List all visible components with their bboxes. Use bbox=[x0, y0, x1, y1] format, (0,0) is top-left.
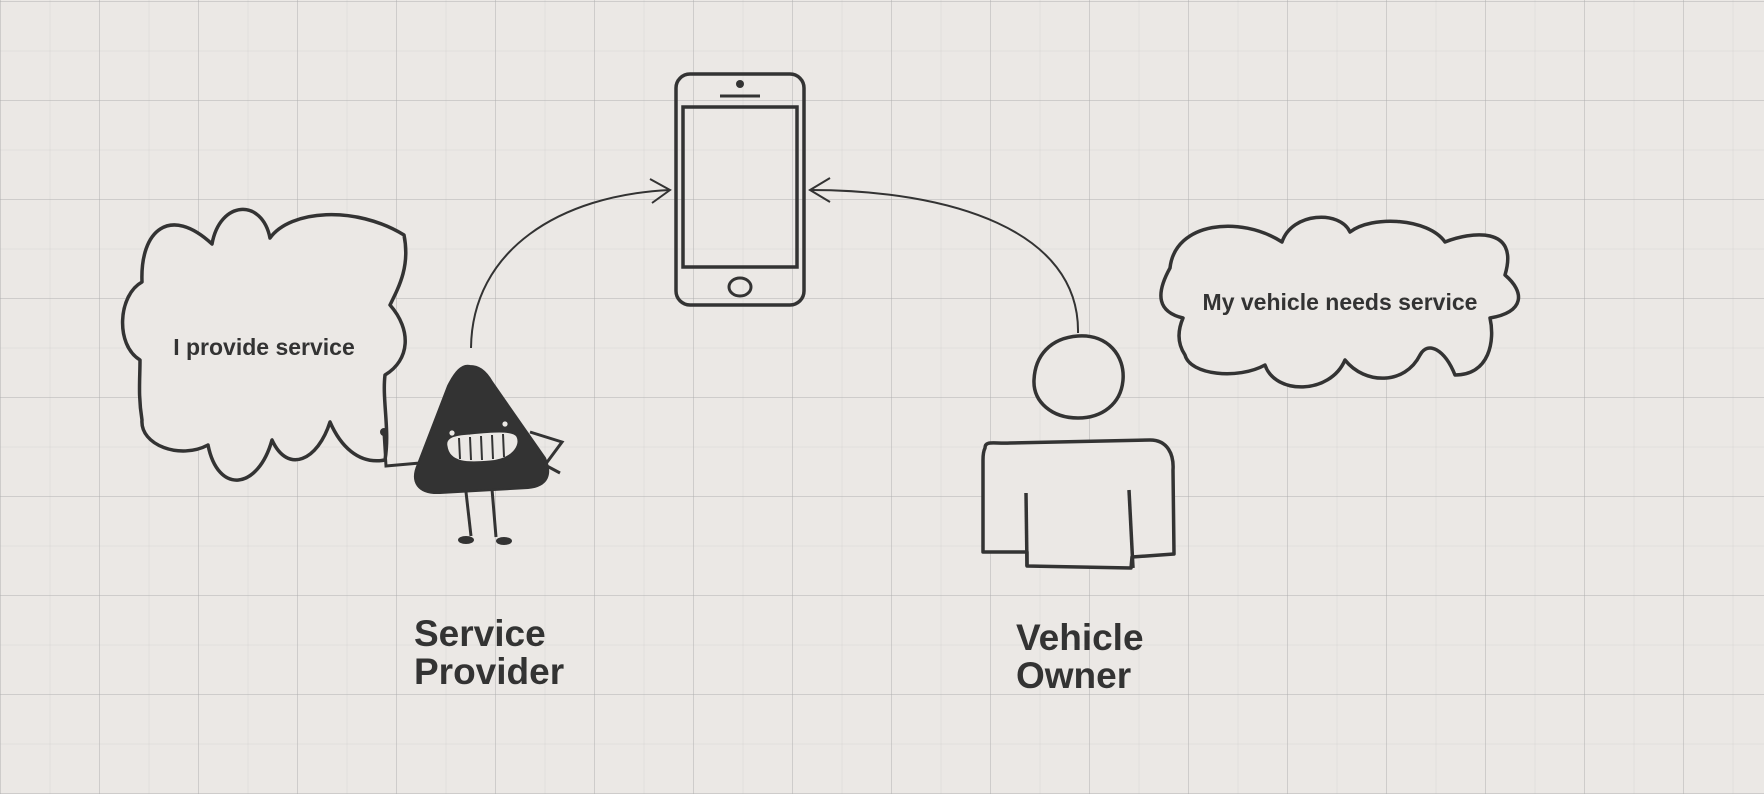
character-eye-right bbox=[502, 421, 508, 427]
service-provider-label: Service Provider bbox=[414, 615, 564, 691]
character-left-hand bbox=[380, 428, 388, 436]
provider-cloud-shape bbox=[120, 207, 408, 482]
character-left-arm bbox=[382, 433, 421, 468]
provider-arrow-head bbox=[649, 178, 672, 204]
provider-speech-bubble[interactable]: I provide service bbox=[120, 207, 408, 482]
character-teeth-lines bbox=[458, 433, 505, 461]
owner-cloud-shape bbox=[1159, 215, 1521, 389]
provider-bubble-text: I provide service bbox=[173, 334, 355, 360]
character-right-foot bbox=[496, 537, 512, 545]
vehicle-owner-label-line2: Owner bbox=[1016, 655, 1132, 696]
person-head bbox=[1032, 334, 1125, 420]
service-provider-label-line2: Provider bbox=[414, 651, 565, 692]
provider-arrow-line bbox=[470, 189, 671, 349]
character-right-leg bbox=[490, 488, 498, 538]
owner-arrow-head bbox=[808, 177, 831, 203]
phone-home-button bbox=[727, 276, 753, 298]
person-arm-left bbox=[1024, 492, 1029, 567]
character-left-leg bbox=[464, 491, 473, 537]
owner-arrow-line bbox=[809, 189, 1080, 334]
phone-camera bbox=[736, 80, 744, 88]
provider-to-phone-arrow[interactable] bbox=[470, 178, 672, 349]
service-provider-label-line1: Service bbox=[414, 613, 546, 654]
smartphone-icon[interactable] bbox=[674, 72, 806, 307]
owner-to-phone-arrow[interactable] bbox=[808, 177, 1080, 334]
person-icon[interactable] bbox=[981, 334, 1176, 570]
vehicle-owner-label: Vehicle Owner bbox=[1016, 619, 1144, 695]
triangle-character-icon[interactable] bbox=[380, 364, 565, 545]
character-body bbox=[413, 364, 550, 495]
phone-screen bbox=[681, 105, 799, 269]
owner-speech-bubble[interactable]: My vehicle needs service bbox=[1159, 215, 1521, 389]
phone-body bbox=[674, 72, 806, 307]
character-left-foot bbox=[458, 536, 474, 544]
vehicle-owner-label-line1: Vehicle bbox=[1016, 617, 1144, 658]
character-right-arm bbox=[529, 430, 565, 475]
character-eye-left bbox=[449, 430, 455, 436]
person-torso bbox=[981, 438, 1176, 570]
owner-bubble-text: My vehicle needs service bbox=[1203, 289, 1478, 315]
person-arm-right bbox=[1127, 489, 1135, 569]
